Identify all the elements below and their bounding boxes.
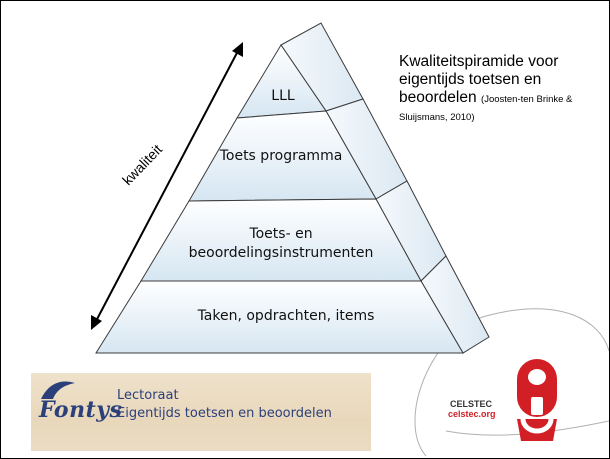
- celstec-logo-mark: [517, 359, 557, 441]
- celstec-name: CELSTEC: [450, 399, 493, 409]
- pyramid-layer-4-label: Taken, opdrachten, items: [197, 308, 375, 324]
- fontys-logo: Fontys: [39, 397, 123, 423]
- decorative-swoosh: [414, 308, 609, 457]
- pyramid-layer-1-label: LLL: [271, 88, 295, 104]
- quality-double-arrow: [91, 42, 243, 330]
- celstec-url: celstec.org: [448, 409, 496, 419]
- slide-title: Kwaliteitspiramide voor eigentijds toets…: [399, 53, 604, 125]
- lectoraat-subtitle: Eigentijds toetsen en beoordelen: [117, 406, 332, 421]
- pyramid-layer-3-label: Toets- en beoordelingsinstrumenten: [188, 226, 374, 261]
- title-main: Kwaliteitspiramide voor eigentijds toets…: [399, 53, 559, 106]
- pyramid-layer-4: [95, 280, 464, 354]
- fontys-banner: Fontys Lectoraat Eigentijds toetsen en b…: [31, 373, 371, 451]
- title-reference: (Joosten-ten Brinke & Sluijsmans, 2010): [399, 94, 573, 123]
- lectoraat-title: Lectoraat: [117, 388, 179, 403]
- fontys-bird-icon: [41, 381, 75, 399]
- pyramid-layer-2-label: Toets programma: [219, 148, 343, 164]
